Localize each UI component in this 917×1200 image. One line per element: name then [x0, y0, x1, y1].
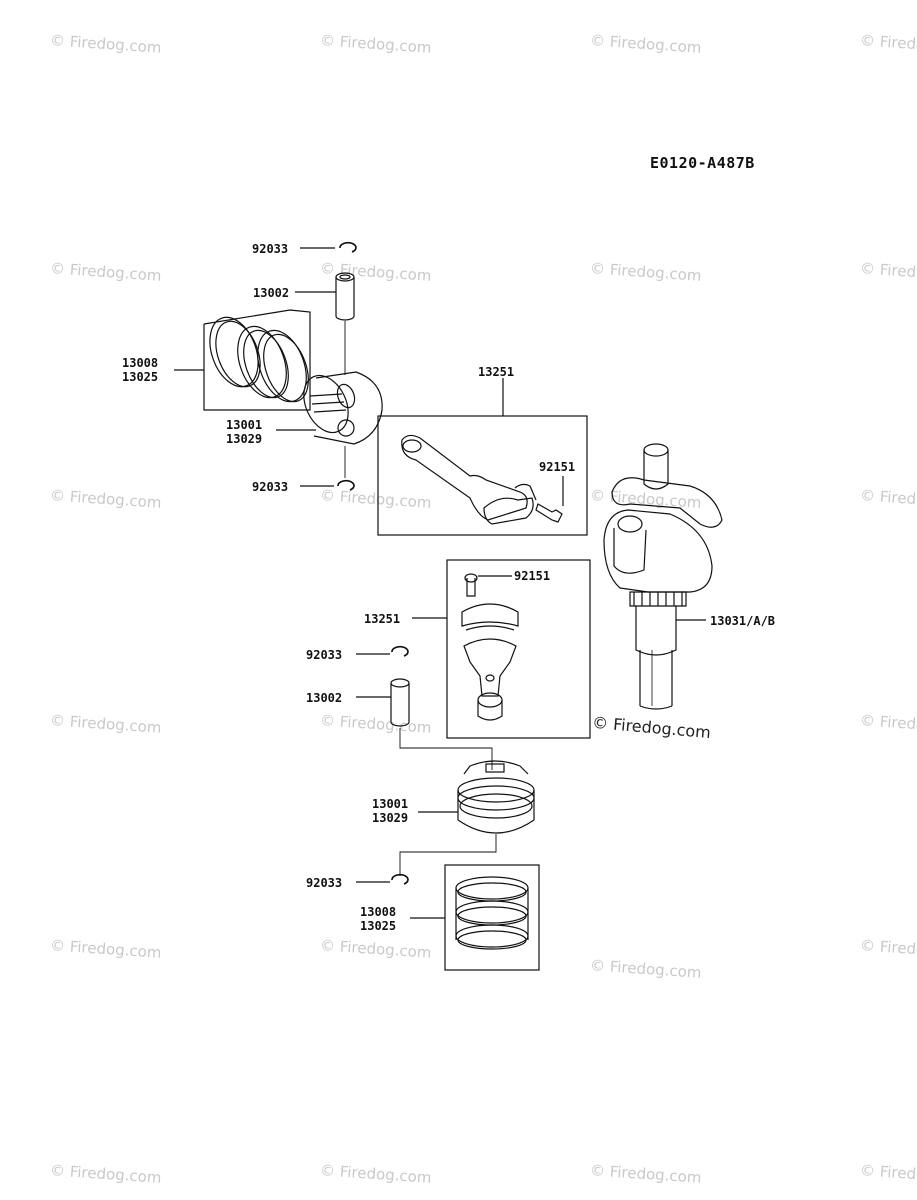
circlip-bottom-b — [356, 873, 409, 885]
part-label-crankshaft: 13031/A/B — [710, 614, 776, 628]
part-label-bolt-top: 92151 — [539, 460, 576, 474]
part-label-bolt-bottom: 92151 — [514, 569, 551, 583]
piston-rings-bottom — [410, 864, 540, 971]
circlip-bottom-a — [356, 645, 409, 657]
connecting-rod-bottom — [412, 559, 591, 739]
part-label-clip-bottom-b: 92033 — [306, 876, 343, 890]
part-label-piston-bottom: 13001 13029 — [372, 797, 409, 825]
piston-bottom — [399, 760, 535, 876]
part-label-rings-bottom: 13008 13025 — [360, 905, 397, 933]
part-label-piston-top: 13001 13029 — [226, 418, 263, 446]
connecting-rod-top — [377, 378, 588, 536]
piston-top — [276, 371, 383, 478]
part-label-clip-top: 92033 — [252, 242, 289, 256]
piston-rings-top — [174, 309, 311, 411]
piston-pin-top — [295, 272, 355, 375]
piston-pin-bottom — [356, 678, 493, 770]
part-label-pin-bottom: 13002 — [306, 691, 343, 705]
part-label-rod-top: 13251 — [478, 365, 515, 379]
crankshaft — [603, 443, 723, 710]
part-label-clip-bottom-a: 92033 — [306, 648, 343, 662]
circlip-mid — [300, 479, 355, 491]
part-label-rod-bottom: 13251 — [364, 612, 401, 626]
part-label-pin-top: 13002 — [253, 286, 290, 300]
part-label-clip-mid: 92033 — [252, 480, 289, 494]
part-label-rings-top: 13008 13025 — [122, 356, 159, 384]
circlip-top — [300, 241, 357, 253]
diagram-code: E0120-A487B — [650, 154, 755, 172]
